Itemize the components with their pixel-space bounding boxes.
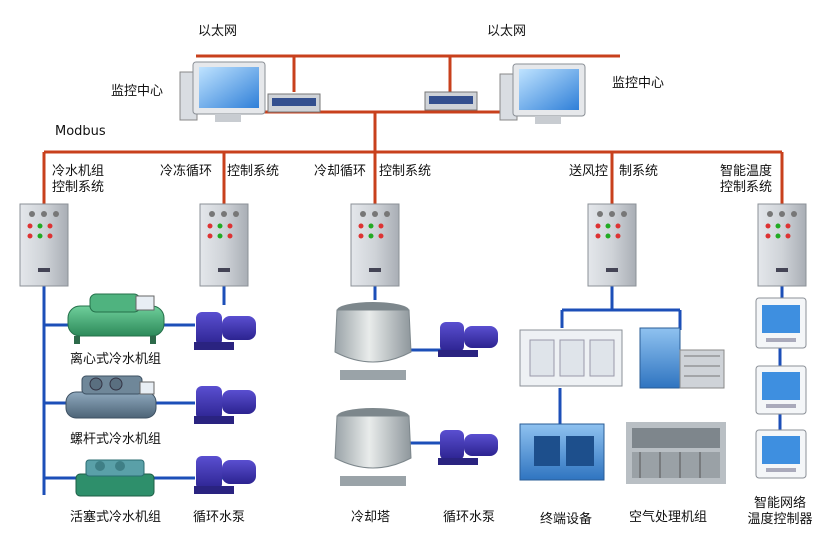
chiller-system-label-2: 控制系统: [52, 180, 105, 195]
monitor-center-label-right: 监控中心: [612, 76, 665, 91]
control-cabinet-temp: [757, 203, 807, 287]
control-cabinet-air: [587, 203, 637, 287]
circulation-pump-3: [194, 456, 256, 494]
air-handling-unit: [519, 329, 623, 387]
smart-temp-label-1: 智能温度: [720, 164, 773, 179]
monitor-center-label-left: 监控中心: [111, 84, 164, 99]
outdoor-unit: [639, 327, 725, 389]
terminal-unit: [519, 423, 605, 481]
chiller-system-label-1: 冷水机组: [52, 164, 105, 179]
circulation-pump-1: [194, 312, 256, 350]
thermostat-label-1: 智能网络: [753, 496, 806, 511]
freeze-control-label: 控制系统: [227, 164, 280, 179]
circulation-pump-label-2: 循环水泵: [443, 510, 496, 525]
ethernet-lines: [42, 54, 784, 204]
modbus-label: Modbus: [55, 124, 106, 139]
piston-chiller: [75, 459, 155, 497]
circulation-pump-2: [194, 386, 256, 424]
thermostat-2: [755, 365, 807, 415]
freeze-loop-label: 冷冻循环: [160, 164, 213, 179]
thermostat-3: [755, 429, 807, 479]
ethernet-label-right: 以太网: [487, 24, 527, 39]
cooling-pump-2: [438, 430, 498, 465]
thermostat-label-2: 温度控制器: [747, 512, 813, 527]
cooling-pump-1: [438, 322, 498, 357]
screw-chiller: [65, 375, 157, 419]
cooling-control-label: 控制系统: [379, 164, 432, 179]
air-handling-rooftop: [626, 422, 726, 484]
control-cabinet-cooling: [350, 203, 400, 287]
monitor-pc-right: [499, 63, 586, 124]
smart-temp-label-2: 控制系统: [720, 180, 773, 195]
terminal-equipment-label: 终端设备: [540, 512, 593, 527]
ethernet-label-left: 以太网: [198, 24, 238, 39]
cooling-tower-label: 冷却塔: [351, 510, 391, 525]
screw-chiller-label: 螺杆式冷水机组: [70, 432, 162, 447]
air-control-label: 制系统: [619, 164, 659, 179]
air-supply-label: 送风控: [569, 164, 609, 179]
centrifugal-chiller: [67, 293, 165, 344]
centrifugal-chiller-label: 离心式冷水机组: [70, 352, 162, 367]
piston-chiller-label: 活塞式冷水机组: [70, 510, 162, 525]
ahu-label: 空气处理机组: [629, 510, 708, 525]
control-cabinet-chiller: [19, 203, 69, 287]
cooling-loop-label: 冷却循环: [314, 164, 367, 179]
circulation-pump-label-1: 循环水泵: [193, 510, 246, 525]
thermostat-1: [755, 297, 807, 349]
network-switch-left: [267, 93, 321, 113]
monitor-pc-left: [179, 61, 266, 122]
cooling-tower-1: [334, 302, 412, 380]
network-switch-right: [424, 91, 478, 111]
cooling-tower-2: [334, 408, 412, 486]
control-cabinet-freeze: [199, 203, 249, 287]
